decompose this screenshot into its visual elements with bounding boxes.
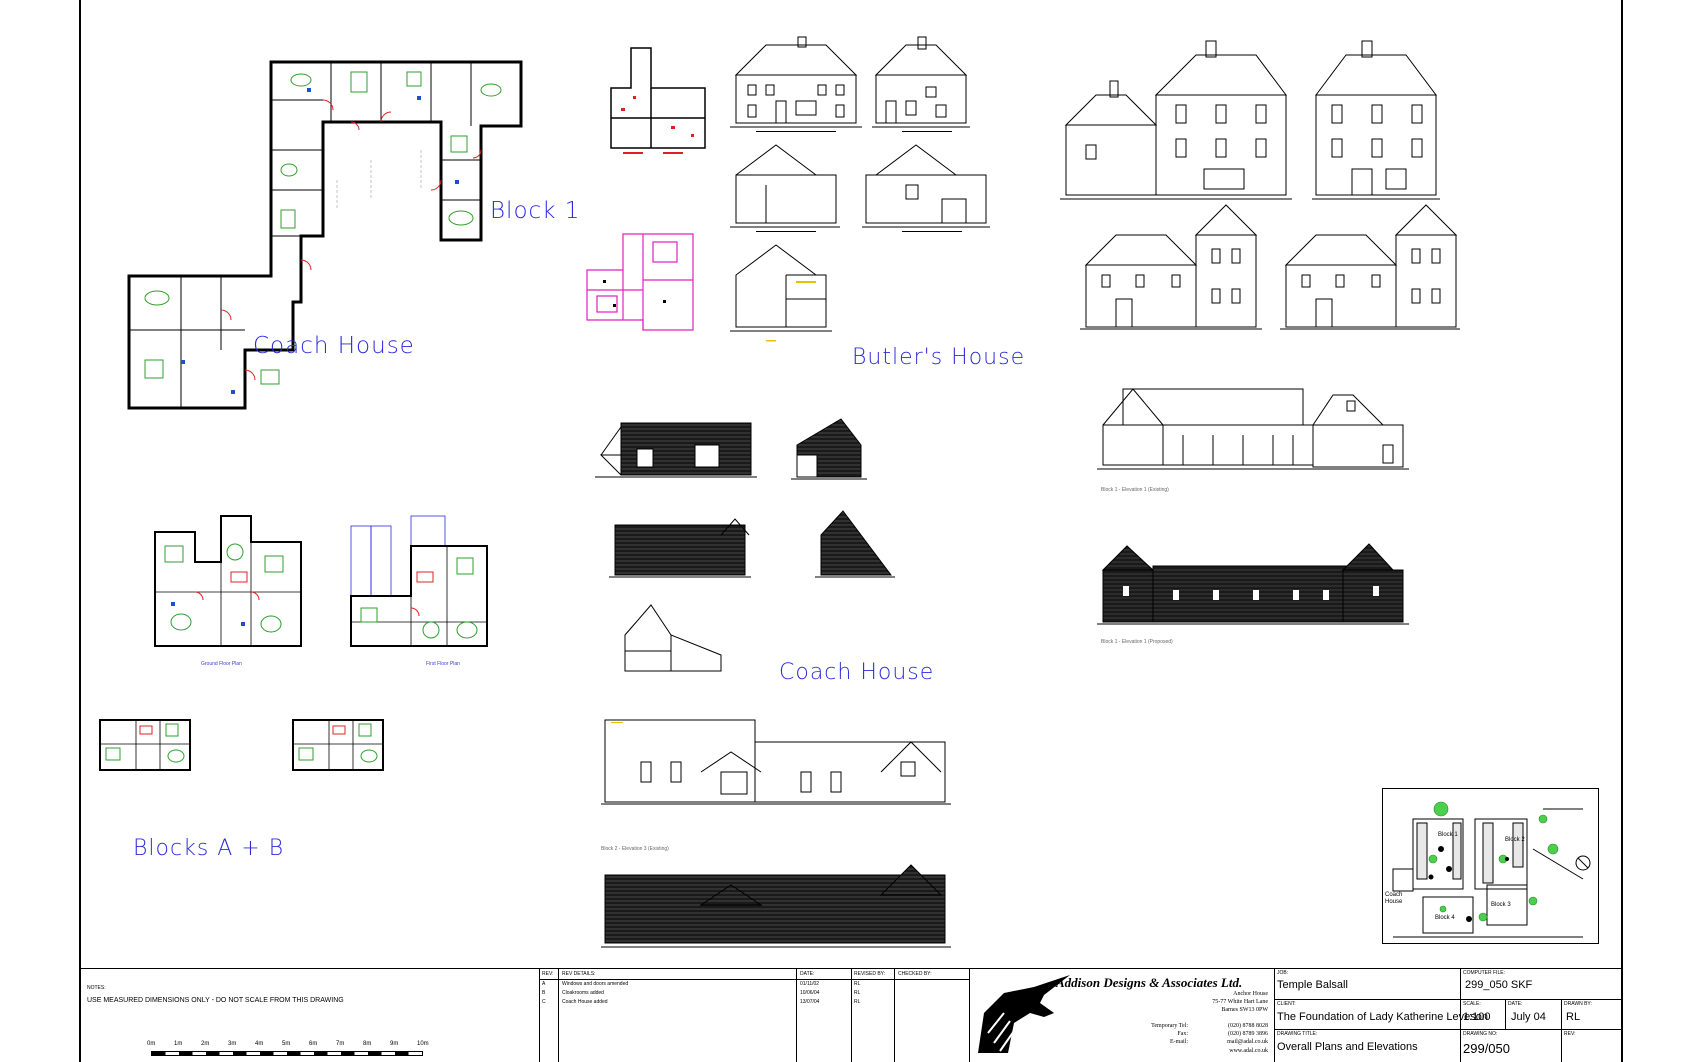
rev-date-header: DATE: [800,971,815,977]
job-label: JOB: [1277,970,1289,976]
title-block: NOTES: USE MEASURED DIMENSIONS ONLY - DO… [81,968,1621,1062]
scale-tick-label: 3m [228,1041,237,1047]
rev-details: Coach House added [562,999,608,1005]
company-address-1: Anchor House [1233,991,1268,997]
contact-value: mail@adal.co.uk [1227,1039,1268,1045]
scale-tick-label: 7m [336,1041,345,1047]
block2-elevation-proposed [601,864,951,948]
rev-code: B [542,990,546,996]
butlers-house-elevations [730,36,990,342]
rev-date: 01/11/02 [800,981,820,987]
scale-tick-label: 4m [255,1041,264,1047]
company-panel: Addison Designs & Associates Ltd. Anchor… [969,969,1274,1062]
site-block2-label: Block 2 [1505,837,1525,843]
rev-by: RL [854,999,861,1005]
main-house-elevations [1060,40,1460,330]
rev-date: 10/06/04 [800,990,820,996]
coach-house-elevations-label: Coach House [779,660,935,685]
blocks-ab-label: Blocks A + B [133,836,285,861]
block1-proposed-caption: Block 1 - Elevation 1 (Proposed) [1101,639,1173,645]
rev-by: RL [854,981,861,987]
block1-label: Block 1 [490,198,581,224]
block1-elevation-existing [1097,388,1409,470]
computer-file-value: 299_050 SKF [1465,979,1533,991]
butlers-house-plan-magenta [586,233,694,331]
block-b-plan [292,719,384,771]
block1-existing-caption: Block 1 - Elevation 1 (Existing) [1101,487,1169,493]
site-coach-house-label: Coach House [1385,892,1403,905]
rev-details-header: REV DETAILS: [562,971,596,977]
first-floor-caption: First Floor Plan [426,661,460,667]
site-plan: Block 1 Block 2 Block 3 Block 4 Coach Ho… [1382,788,1599,944]
client-value: The Foundation of Lady Katherine Leveson [1277,1011,1488,1023]
drawing-title-value: Overall Plans and Elevations [1277,1041,1418,1053]
rev-code: C [542,999,546,1005]
rev-label: REV: [1564,1031,1576,1037]
site-block3-label: Block 3 [1491,902,1511,908]
contact-value: (020) 8788 8028 [1228,1023,1268,1029]
rev-revised-by-header: REVISED BY: [854,971,886,977]
contact-website: www.adal.co.uk [1229,1048,1268,1054]
scale-tick-label: 2m [201,1041,210,1047]
job-value: Temple Balsall [1277,979,1348,991]
ground-floor-caption: Ground Floor Plan [201,661,242,667]
meta-panel: COMPUTER FILE: 299_050 SKF SCALE: 1:100 … [1460,969,1621,1062]
block2-existing-caption: Block 2 - Elevation 3 (Existing) [601,846,669,852]
blocks-ab-ground-floor-plan [154,515,302,647]
drawing-sheet: Block 1 Coach House [79,0,1623,1062]
client-label: CLIENT: [1277,1001,1296,1007]
rev-details: Windows and doors amended [562,981,629,987]
butlers-house-label: Butler's House [852,345,1026,370]
drawing-no-label: DRAWING NO: [1463,1031,1498,1037]
contact-label: E-mail: [1170,1039,1188,1045]
scale-tick-label: 10m [417,1041,429,1047]
drawn-by-label: DRAWN BY: [1564,1001,1592,1007]
company-name: Addison Designs & Associates Ltd. [1056,975,1243,990]
site-block4-label: Block 4 [1435,915,1455,921]
company-address-2: 75-77 White Hart Lane [1212,999,1268,1005]
rev-details: Cloakrooms added [562,990,604,996]
contact-value: (020) 8789 3896 [1228,1031,1268,1037]
site-plan-drawing [1392,801,1591,938]
job-panel: JOB: Temple Balsall CLIENT: The Foundati… [1274,969,1488,1062]
scale-tick-label: 5m [282,1041,291,1047]
contact-label: Fax: [1177,1031,1188,1037]
coach-house-elevations [595,418,895,672]
company-address-3: Barnes SW13 0PW [1221,1007,1268,1013]
butlers-house-plan-red [610,47,706,154]
drawing-title-label: DRAWING TITLE: [1277,1031,1318,1037]
rev-date: 13/07/04 [800,999,820,1005]
rev-by: RL [854,990,861,996]
rev-code: A [542,981,546,987]
notes-heading: NOTES: [87,985,106,991]
notes-text: USE MEASURED DIMENSIONS ONLY - DO NOT SC… [87,997,344,1004]
date-label: DATE: [1508,1001,1523,1007]
scale-tick-label: 9m [390,1041,399,1047]
site-block1-label: Block 1 [1438,832,1458,838]
scale-tick-label: 0m [147,1041,156,1047]
date-value: July 04 [1511,1011,1546,1023]
contact-label: Temporary Tel: [1151,1023,1188,1029]
scale-bar: 0m 1m 2m 3m 4m 5m 6m 7m 8m 9m 10m [147,1041,429,1056]
scale-tick-label: 6m [309,1041,318,1047]
scale-tick-label: 1m [174,1041,183,1047]
revisions-panel: REV: REV DETAILS: DATE: REVISED BY: CHEC… [539,969,970,1062]
scale-tick-label: 8m [363,1041,372,1047]
scale-label: SCALE: [1463,1001,1481,1007]
block-a-plan [99,719,191,771]
block1-coach-house-plan [127,60,523,410]
block2-elevation-existing [601,719,951,805]
unicorn-logo [978,975,1070,1053]
block1-elevation-proposed [1097,543,1409,625]
blocks-ab-first-floor-plan [350,515,488,647]
scale-value: 1:100 [1463,1011,1491,1023]
notes-panel: NOTES: USE MEASURED DIMENSIONS ONLY - DO… [81,969,518,1062]
rev-checked-by-header: CHECKED BY: [898,971,932,977]
drawing-no-value: 299/050 [1463,1041,1510,1056]
rev-header: REV: [542,971,554,977]
coach-house-plan-label: Coach House [253,333,415,359]
drawn-by-value: RL [1566,1011,1581,1023]
computer-file-label: COMPUTER FILE: [1463,970,1505,976]
scale-bar-graphic [151,1051,423,1056]
